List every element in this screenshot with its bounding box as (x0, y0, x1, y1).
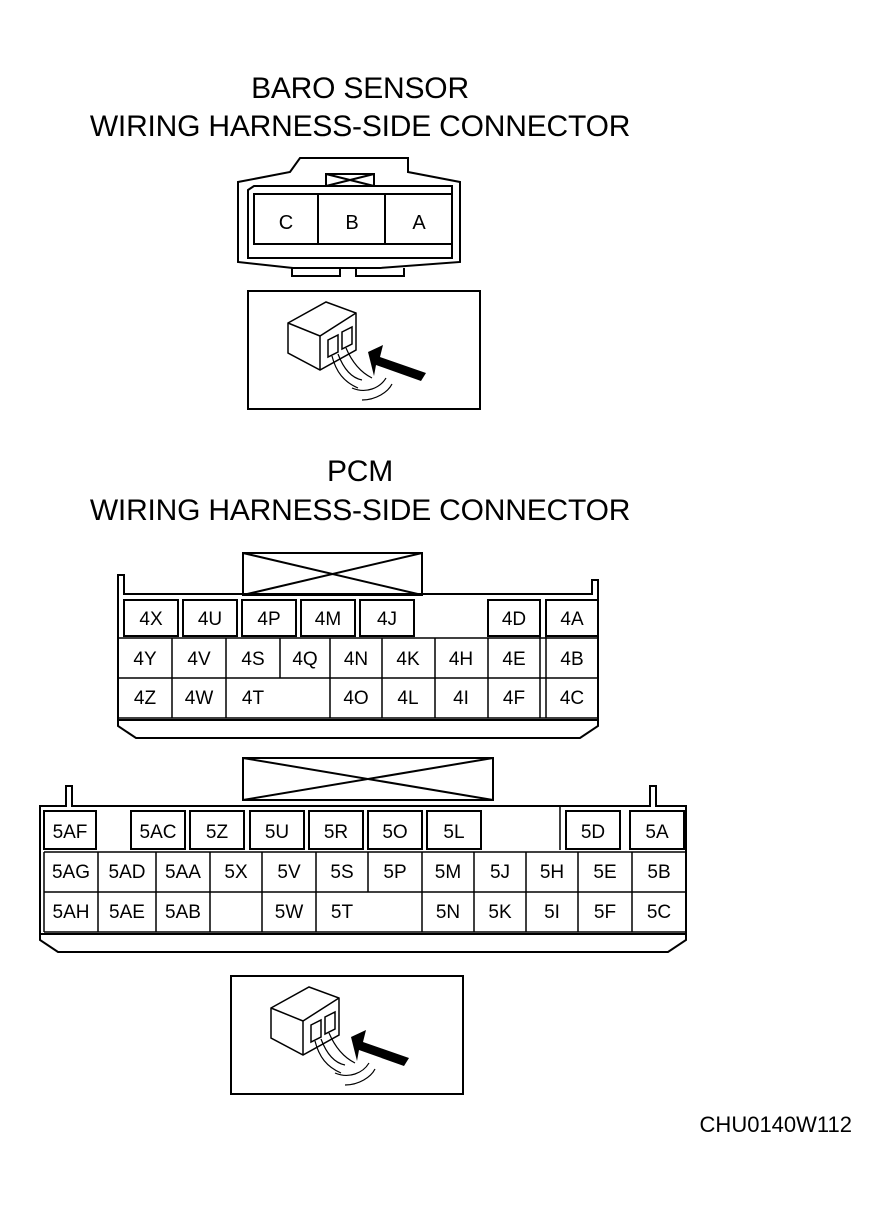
terminal-label: 5AA (165, 862, 201, 883)
terminal-label: 5K (488, 902, 512, 923)
connector5-lock-housing (242, 757, 494, 801)
terminal-label: 4W (185, 688, 214, 709)
terminal-label: 5U (265, 822, 289, 843)
terminal-label: 4Z (134, 688, 157, 709)
terminal-label: 4V (187, 649, 211, 670)
baro-connector-feet (291, 268, 405, 277)
terminal-label: 5AB (165, 902, 201, 923)
terminal-label: 5N (436, 902, 460, 923)
terminal-label: 5B (647, 862, 670, 883)
terminal-label: 4Q (292, 649, 317, 670)
baro-lock-tab (325, 173, 375, 187)
pcm-connector-4: 4X 4U 4P 4M 4J 4D 4A 4Y 4V 4S 4Q 4N 4K 4H 4E 4B 4Z 4W 4T 4O… (117, 552, 599, 739)
terminal-label: 5T (331, 902, 354, 923)
baro-title-line1: BARO SENSOR (251, 72, 469, 105)
terminal-label: 5W (275, 902, 304, 923)
baro-title-line2: WIRING HARNESS-SIDE CONNECTOR (89, 110, 631, 143)
baro-terminal-block (253, 193, 453, 245)
terminal-label: 4N (344, 649, 368, 670)
baro-lock-cross (325, 173, 375, 187)
terminal-label: 4L (397, 688, 418, 709)
terminal-label: 5E (593, 862, 616, 883)
view-direction-icon (230, 975, 464, 1095)
terminal-label: 5D (581, 822, 605, 843)
terminal-label: 5O (382, 822, 407, 843)
terminal-label: 4B (560, 649, 583, 670)
terminal-label: 4O (343, 688, 368, 709)
pcm-connector-5: 5AF 5AC 5Z 5U 5R 5O 5L 5D 5A 5AG 5AD 5AA 5X 5V 5S 5P 5M 5… (39, 757, 687, 953)
pcm-title-line1: PCM (326, 455, 394, 488)
terminal-label: 4X (139, 609, 163, 630)
terminal-label: 5I (544, 902, 560, 923)
connector5-housing (39, 785, 687, 953)
terminal-label: 4D (502, 609, 526, 630)
baro-connector: C B A (237, 157, 461, 277)
terminal-label: 4E (502, 649, 525, 670)
terminal-label: 5AG (52, 862, 90, 883)
baro-terminal-label: B (345, 212, 358, 234)
terminal-label: 4C (560, 688, 584, 709)
terminal-label: 5L (443, 822, 464, 843)
pcm-title-line2: WIRING HARNESS-SIDE CONNECTOR (89, 494, 631, 527)
terminal-label: 4J (377, 609, 397, 630)
terminal-label: 5S (330, 862, 353, 883)
terminal-label: 4M (315, 609, 341, 630)
connector4-housing (117, 574, 599, 739)
terminal-label: 5C (647, 902, 671, 923)
terminal-label: 5AE (109, 902, 145, 923)
terminal-label: 5M (435, 862, 461, 883)
terminal-label: 4H (449, 649, 473, 670)
baro-terminal-label: A (412, 212, 426, 234)
baro-terminal-label: C (279, 212, 293, 234)
terminal-label: 5AD (109, 862, 146, 883)
terminal-label: 4U (198, 609, 222, 630)
terminal-label: 5AF (53, 822, 88, 843)
terminal-label: 5V (277, 862, 301, 883)
terminal-label: 4I (453, 688, 469, 709)
terminal-label: 4F (503, 688, 525, 709)
terminal-label: 4Y (133, 649, 157, 670)
terminal-label: 5H (540, 862, 564, 883)
baro-connector-outline (237, 157, 461, 269)
terminal-label: 4S (241, 649, 264, 670)
terminal-label: 4K (396, 649, 420, 670)
terminal-label: 5X (224, 862, 248, 883)
terminal-label: 4A (560, 609, 584, 630)
terminal-label: 5A (645, 822, 669, 843)
terminal-label: 5J (490, 862, 510, 883)
terminal-label: 5P (383, 862, 406, 883)
terminal-label: 5R (324, 822, 348, 843)
terminal-label: 4P (257, 609, 280, 630)
terminal-label: 5F (594, 902, 616, 923)
terminal-label: 5AC (140, 822, 177, 843)
figure-code: CHU0140W112 (699, 1112, 852, 1137)
terminal-label: 5Z (206, 822, 229, 843)
terminal-label: 4T (242, 688, 265, 709)
view-direction-icon (247, 290, 481, 410)
terminal-label: 5AH (53, 902, 90, 923)
